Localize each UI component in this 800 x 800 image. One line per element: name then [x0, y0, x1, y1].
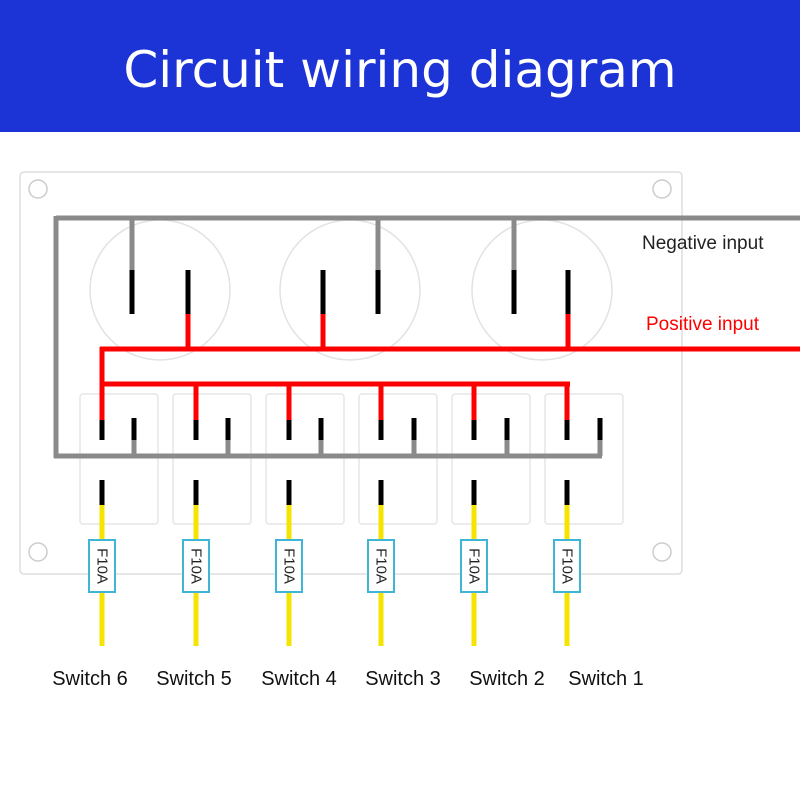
switch-outline-5 — [172, 393, 252, 525]
fuse-4: F10A — [275, 539, 303, 593]
switch-outline-3 — [358, 393, 438, 525]
title-banner: Circuit wiring diagram — [0, 0, 800, 132]
socket-1 — [89, 219, 231, 361]
fuse-1: F10A — [553, 539, 581, 593]
page-title: Circuit wiring diagram — [123, 41, 677, 99]
switch-1-label: Switch 1 — [568, 668, 644, 690]
fuse-3-label: F10A — [373, 548, 390, 584]
fuse-6: F10A — [88, 539, 116, 593]
fuse-3: F10A — [367, 539, 395, 593]
switch-4-label: Switch 4 — [261, 668, 337, 690]
terminals — [99, 270, 603, 505]
socket-3 — [471, 219, 613, 361]
fuse-5: F10A — [182, 539, 210, 593]
load-wiring — [99, 505, 570, 646]
switch-panel — [19, 171, 683, 575]
switch-outline-1 — [544, 393, 624, 525]
fuse-5-label: F10A — [188, 548, 205, 584]
fuse-4-label: F10A — [281, 548, 298, 584]
mount-hole-top-right — [652, 179, 672, 199]
switch-5-label: Switch 5 — [156, 668, 232, 690]
mount-hole-bottom-left — [28, 542, 48, 562]
switch-outline-4 — [265, 393, 345, 525]
switch-outline-6 — [79, 393, 159, 525]
fuse-6-label: F10A — [94, 548, 111, 584]
positive-wiring — [99, 314, 800, 420]
switch-outline-2 — [451, 393, 531, 525]
negative-wiring — [53, 215, 800, 459]
fuse-2: F10A — [460, 539, 488, 593]
fuse-2-label: F10A — [466, 548, 483, 584]
mount-hole-bottom-right — [652, 542, 672, 562]
positive-input-label: Positive input — [646, 314, 760, 335]
socket-2 — [279, 219, 421, 361]
switch-6-label: Switch 6 — [52, 668, 128, 690]
fuse-1-label: F10A — [559, 548, 576, 584]
negative-input-label: Negative input — [642, 233, 764, 254]
mount-hole-top-left — [28, 179, 48, 199]
switch-3-label: Switch 3 — [365, 668, 441, 690]
switch-outlines — [79, 393, 624, 525]
switch-2-label: Switch 2 — [469, 668, 545, 690]
